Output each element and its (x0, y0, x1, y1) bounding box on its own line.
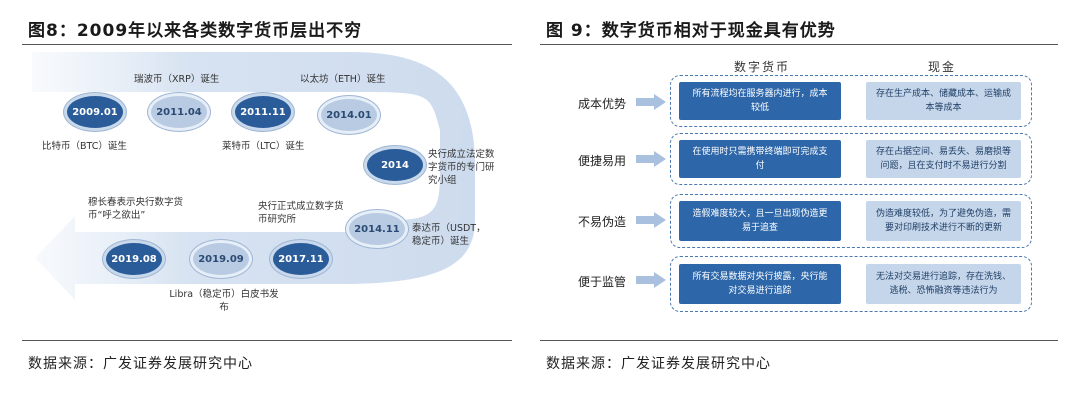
timeline-label-pboc-group: 央行成立法定数字货币的专门研究小组 (428, 149, 495, 186)
left-bottom-rule (22, 340, 512, 341)
row-box-convenience (670, 133, 1032, 185)
right-arrow-icon (636, 94, 666, 110)
row-label-cost: 成本优势 (577, 97, 626, 111)
digital-cell-convenience: 在使用时只需携带终端即可完成支付 (679, 140, 841, 178)
timeline-label-btc: 比特币（BTC）诞生 (42, 141, 127, 152)
timeline-node-2009-01: 2009.01 (64, 93, 126, 131)
row-label-convenience: 便捷易用 (577, 154, 626, 168)
timeline-node-2014: 2014 (364, 146, 426, 184)
right-title-rule (540, 44, 1058, 45)
timeline-label-ltc: 莱特币（LTC）诞生 (222, 141, 305, 152)
timeline-node-2014-01: 2014.01 (318, 96, 380, 134)
digital-cell-regulation: 所有交易数据对央行披露，央行能对交易进行追踪 (679, 264, 841, 304)
column-header-digital: 数字货币 (734, 60, 791, 74)
right-arrow-icon (636, 151, 666, 167)
row-label-regulation: 便于监管 (577, 275, 626, 289)
timeline-label-usdt: 泰达币（USDT，稳定币）诞生 (412, 223, 486, 247)
timeline-label-mu-changchun: 穆长春表示央行数字货币“呼之欲出” (88, 197, 184, 221)
right-figure-title: 图 9：数字货币相对于现金具有优势 (546, 21, 836, 41)
timeline-node-2019-09: 2019.09 (190, 240, 252, 278)
right-bottom-rule (540, 340, 1058, 341)
cash-cell-convenience: 存在占据空间、易丢失、易磨损等问题，且在支付时不易进行分割 (866, 140, 1021, 178)
left-source-note: 数据来源：广发证券发展研究中心 (28, 356, 253, 372)
timeline-node-2017-11: 2017.11 (270, 240, 332, 278)
digital-cell-cost: 所有流程均在服务器内进行，成本较低 (679, 82, 841, 120)
timeline-node-2019-08: 2019.08 (103, 240, 165, 278)
cash-cell-cost: 存在生产成本、储藏成本、运输成本等成本 (866, 82, 1021, 120)
row-label-anti-counterfeit: 不易伪造 (577, 215, 626, 229)
timeline-label-xrp: 瑞波币（XRP）诞生 (134, 74, 220, 85)
timeline-label-dc-institute: 央行正式成立数字货币研究所 (258, 201, 344, 225)
right-source-note: 数据来源：广发证券发展研究中心 (546, 356, 771, 372)
right-arrow-icon (636, 272, 666, 288)
row-box-cost (670, 75, 1032, 127)
timeline-label-eth: 以太坊（ETH）诞生 (300, 74, 386, 85)
left-figure-title: 图8：2009年以来各类数字货币层出不穷 (28, 21, 363, 41)
digital-cell-anti-counterfeit: 造假难度较大，且一旦出现伪造更易于追查 (679, 201, 841, 241)
row-box-regulation (670, 256, 1032, 312)
cash-cell-anti-counterfeit: 伪造难度较低，为了避免伪造，需要对印刷技术进行不断的更新 (866, 201, 1021, 241)
timeline-node-2011-04: 2011.04 (148, 93, 210, 131)
cash-cell-regulation: 无法对交易进行追踪，存在洗钱、逃税、恐怖融资等违法行为 (866, 264, 1021, 304)
row-box-anti-counterfeit (670, 194, 1032, 248)
column-header-cash: 现金 (928, 60, 957, 74)
timeline-node-2014-11: 2014.11 (346, 210, 408, 248)
left-title-rule (22, 44, 512, 45)
timeline-node-2011-11: 2011.11 (232, 93, 294, 131)
timeline-label-libra: Libra（稳定币）白皮书发布 (169, 289, 279, 313)
right-arrow-icon (636, 212, 666, 228)
